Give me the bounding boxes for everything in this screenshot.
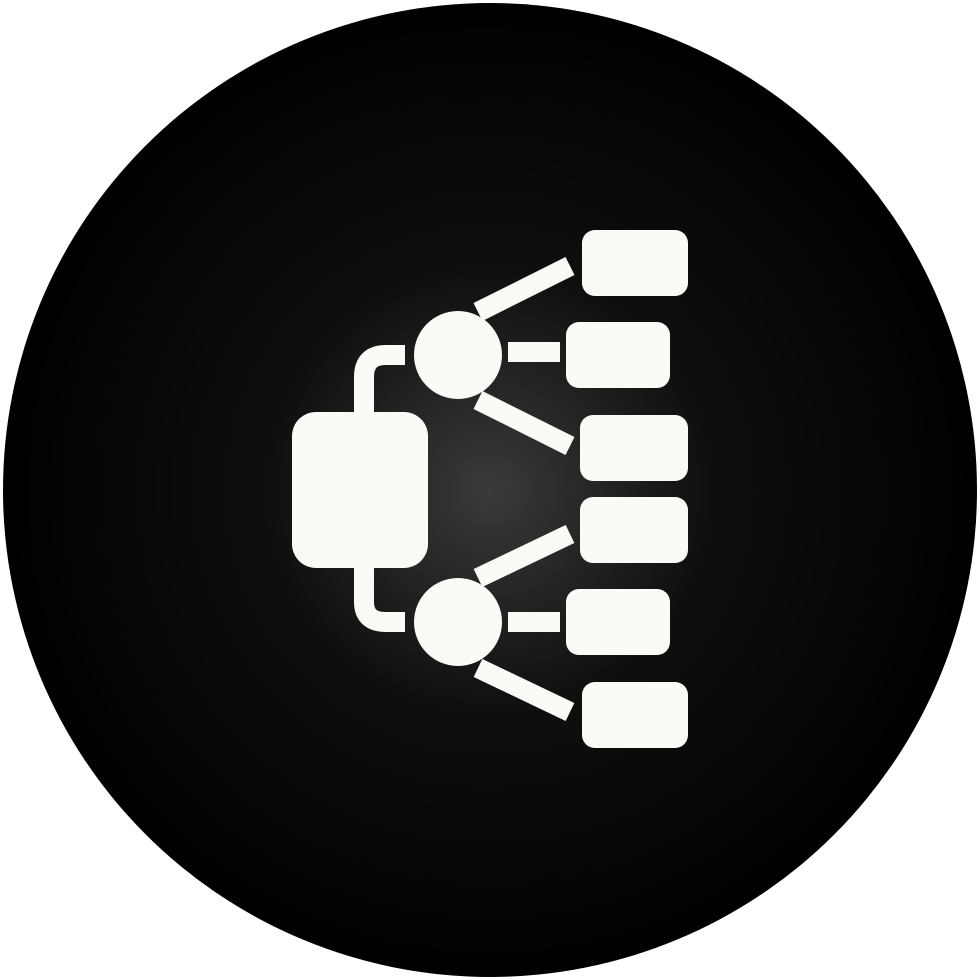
- lower-branch-node: [414, 578, 502, 666]
- upper-branch-node: [414, 311, 502, 399]
- root-box: [292, 412, 428, 568]
- upper-node-link-bottom: [473, 391, 575, 455]
- leaf-box-2: [566, 322, 670, 388]
- upper-node-link-top: [473, 257, 575, 321]
- leaf-box-4: [580, 497, 688, 563]
- root-to-lower-node-connector: [354, 560, 405, 632]
- leaf-box-3: [580, 415, 688, 481]
- root-to-upper-node-connector: [354, 345, 405, 420]
- lower-node-link-bottom: [473, 658, 575, 722]
- leaf-box-5: [566, 589, 670, 655]
- leaf-box-6: [582, 682, 688, 748]
- leaf-box-1: [582, 230, 688, 296]
- badge-circle: [3, 3, 977, 977]
- lower-node-link-top: [473, 524, 575, 588]
